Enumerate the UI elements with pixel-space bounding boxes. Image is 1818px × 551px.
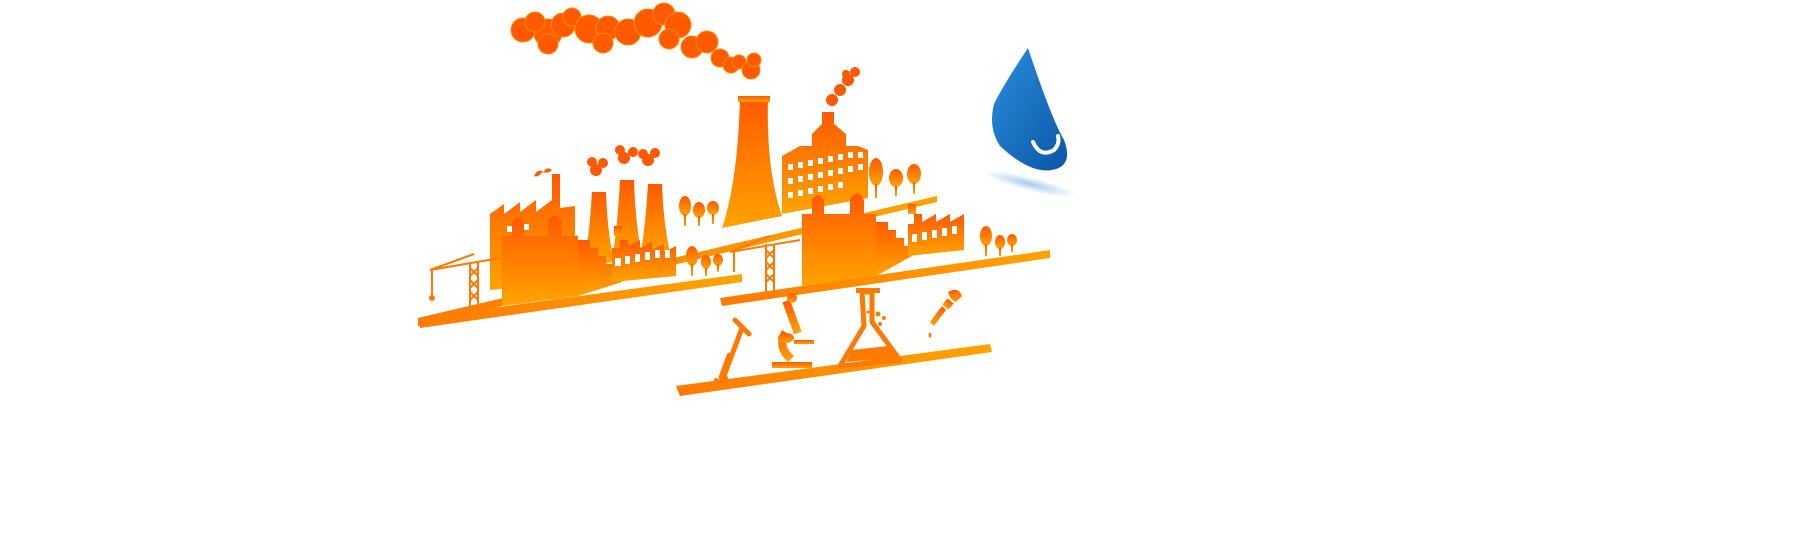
apartment-building-icon: [782, 112, 868, 214]
water-drop-icon: [983, 48, 1077, 198]
cooling-tower-icon: [722, 96, 782, 228]
tree-icon: [679, 158, 921, 226]
smoke-cloud-icon: [510, 2, 762, 80]
cooling-tower-icon: [584, 180, 670, 266]
flask-icon: [837, 288, 903, 369]
smoke-cloud-icon: [534, 145, 660, 177]
dropper-icon: [928, 289, 962, 338]
test-tube-icon: [714, 317, 752, 385]
crane-icon: [729, 235, 801, 292]
middle-industry-row: [418, 193, 1050, 328]
crane-icon: [429, 253, 501, 312]
tree-icon: [686, 246, 723, 276]
smoke-cloud-icon: [826, 67, 860, 106]
microscope-icon: [772, 293, 814, 368]
factory-icon: [502, 215, 676, 306]
laboratory-row: [676, 288, 992, 396]
factory-icon: [802, 193, 964, 286]
tree-icon: [980, 226, 1017, 256]
